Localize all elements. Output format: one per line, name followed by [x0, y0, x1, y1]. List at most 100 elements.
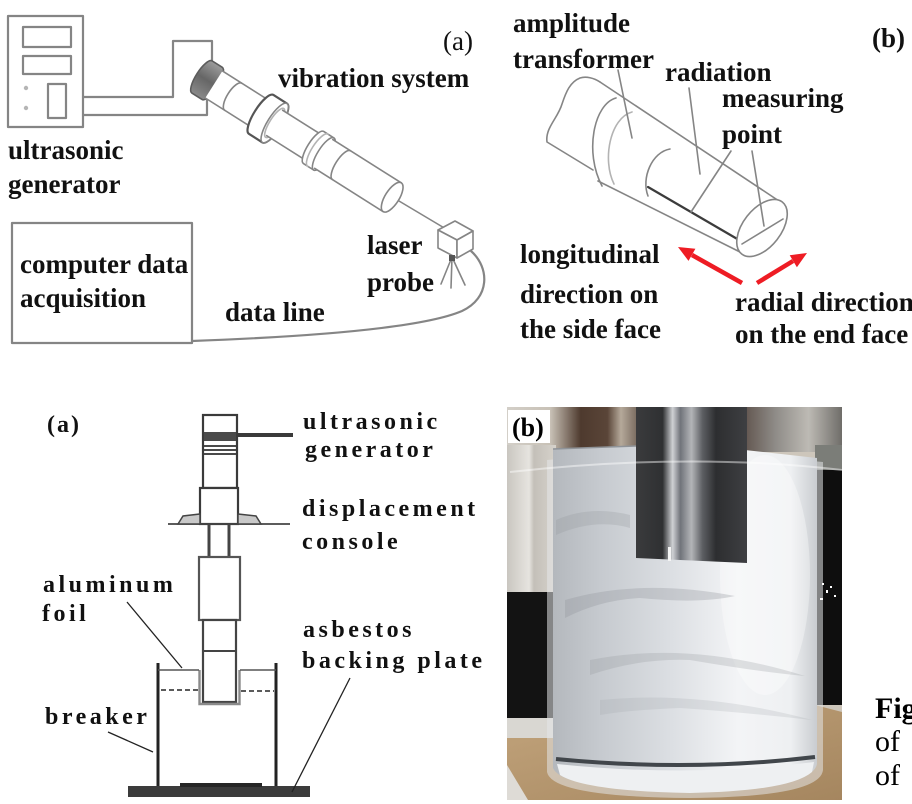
photo-table-light-corner — [507, 765, 528, 800]
computer-label-line1: computer data — [20, 249, 189, 279]
radiation-section-ring — [645, 148, 671, 197]
laser-beam — [398, 200, 447, 230]
generator-switch — [46, 82, 68, 120]
sonication-apparatus — [128, 413, 310, 797]
beaker-photo: (b) — [507, 407, 842, 800]
breaker-leader — [107, 731, 154, 753]
breaker-label: breaker — [45, 704, 150, 730]
foil-fold-1 — [556, 511, 630, 535]
figure-caption-fragment: Fig of of — [875, 692, 912, 792]
probe-right-face — [456, 230, 474, 259]
amplitude-transformer-label-line2: transformer — [513, 44, 654, 74]
foil-fold-3 — [590, 652, 805, 676]
console-flange-right — [237, 513, 263, 525]
foil-wrap-on-rod — [198, 670, 241, 706]
speckle — [822, 583, 824, 585]
bottom-ultrasonic-generator-label-line1: ultrasonic — [303, 409, 441, 435]
rod-top-edge — [599, 81, 783, 204]
foil-fold-2 — [565, 587, 735, 618]
asbestos-plate-leader — [291, 677, 351, 793]
longitudinal-label-line2: direction on — [520, 279, 658, 309]
transducer-coil-lines — [204, 445, 236, 455]
tool-body — [314, 139, 402, 212]
computer-label-line2: acquisition — [20, 283, 146, 313]
tripod-legs — [440, 256, 466, 289]
ultrasonic-generator-device — [6, 14, 85, 129]
side-face-measuring-strip — [646, 185, 741, 242]
generator-knob-upper — [23, 85, 29, 91]
measuring-point-leader-end — [751, 150, 765, 227]
panel-b-label: (b) — [872, 23, 905, 53]
transformer-shoulder-outer — [591, 97, 617, 187]
vibration-system-label: vibration system — [278, 63, 470, 93]
tool-body-outline — [313, 138, 403, 213]
amplitude-transformer-label-line1: amplitude — [513, 8, 630, 38]
measuring-point-leader-side — [690, 150, 732, 213]
speckle — [830, 586, 832, 588]
generator-cable — [237, 433, 293, 437]
radial-arrow-shaft — [755, 259, 795, 285]
laser-probe-label-line1: laser — [367, 230, 422, 260]
caption-line-2: of — [875, 725, 900, 758]
longitudinal-arrow-head — [678, 247, 696, 261]
displacement-console-label-line2: console — [302, 529, 401, 555]
radial-arrow-head — [789, 253, 807, 268]
power-cable-upper — [81, 39, 214, 99]
asbestos-plate-label-line1: asbestos — [303, 617, 415, 643]
radiation-label: radiation — [665, 57, 772, 87]
bottom-ultrasonic-generator-label-line2: generator — [305, 437, 436, 463]
speckle — [834, 595, 836, 597]
connecting-rod — [207, 525, 231, 557]
top-panel-a: ultrasonic generator vibration system (a… — [6, 14, 486, 345]
generator-case — [6, 14, 85, 129]
measuring-point-label-line2: point — [722, 119, 782, 149]
transducer-housing — [201, 413, 239, 490]
power-cable-lower — [81, 97, 209, 117]
longitudinal-direction-arrow — [678, 247, 744, 285]
computer-box — [10, 221, 194, 345]
photo-left-light-strip — [507, 718, 556, 738]
ultrasonic-generator-label-line2: generator — [8, 169, 120, 199]
laser-probe-label-line2: probe — [367, 267, 434, 297]
radiation-leader — [688, 87, 701, 175]
beaker-base — [180, 783, 262, 787]
liquid-level-dashed-line — [161, 689, 274, 692]
top-panel-b: amplitude transformer radiation measurin… — [513, 8, 912, 349]
tool-end-face — [380, 181, 404, 213]
booster-body-outline — [204, 70, 271, 129]
radial-label-line1: radial direction — [735, 287, 912, 317]
generator-display-lower — [21, 54, 73, 76]
vibration-system-assembly — [189, 59, 404, 213]
laser-probe-device — [437, 220, 474, 289]
transformer-shoulder-inner — [607, 111, 633, 185]
measuring-point-label-line1: measuring — [722, 83, 844, 113]
rod-highlight-spot — [668, 547, 671, 561]
data-line-cable — [190, 249, 486, 343]
aluminum-foil-label-line2: foil — [42, 601, 89, 627]
transformer-outline — [546, 76, 601, 171]
beaker-rim — [509, 460, 842, 473]
tripod-head — [449, 255, 455, 261]
beaker-bottom-glass — [557, 762, 814, 793]
horn-body-outline — [265, 109, 323, 162]
booster-ring — [222, 82, 243, 112]
end-face-measuring-line — [741, 218, 784, 245]
aluminum-foil-leader — [126, 601, 183, 669]
transducer-rod-drawing — [546, 76, 789, 258]
ultrasonic-horn-rod — [636, 407, 747, 563]
foil-top-edge — [552, 445, 638, 450]
aluminum-foil-lining — [553, 446, 817, 792]
photo-speckles — [820, 583, 836, 600]
generator-display-upper — [21, 25, 73, 49]
speckle — [820, 598, 823, 600]
console-flange-left — [176, 513, 201, 525]
radial-label-line2: on the end face — [735, 319, 908, 349]
panel-a-label: (a) — [443, 26, 473, 56]
panel-b-leader-lines — [617, 69, 765, 227]
bottom-panel-a-leader-lines — [107, 601, 351, 793]
tool-ring — [330, 149, 352, 181]
longitudinal-label-line1: longitudinal — [520, 239, 660, 269]
bottom-panel-a-label: (a) — [47, 412, 81, 438]
horn-upper-body — [197, 555, 242, 622]
